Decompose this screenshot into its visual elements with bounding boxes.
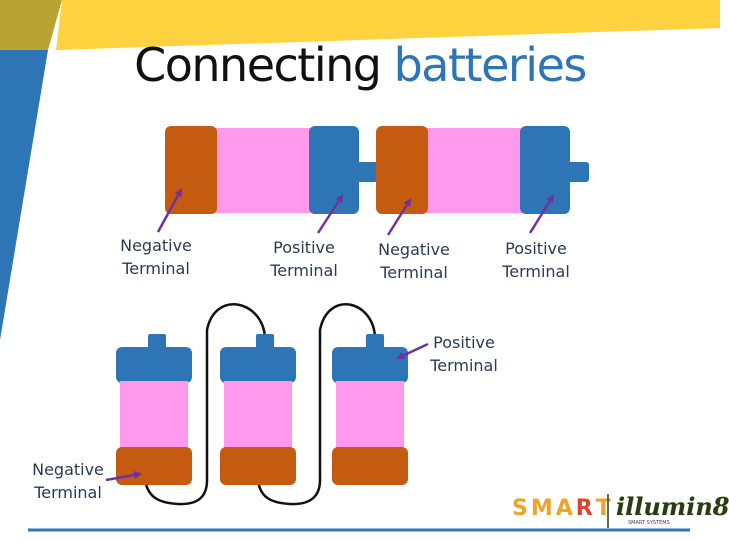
slide-title: Connecting batteries: [0, 38, 720, 92]
positive-terminal: [116, 347, 192, 383]
blue-band: [0, 50, 48, 340]
arrow: [386, 198, 412, 236]
arrow: [105, 471, 142, 482]
label-positive-terminal-bottom: Positive Terminal: [430, 333, 498, 375]
negative-terminal: [220, 447, 296, 485]
illumin8-wordmark: illumin8: [616, 492, 729, 521]
positive-nub: [356, 162, 378, 182]
negative-terminal: [376, 126, 428, 214]
smart-letter: T: [595, 496, 614, 521]
arrow: [316, 194, 344, 234]
label-positive-terminal-1: Positive Terminal: [270, 238, 338, 280]
positive-terminal: [309, 126, 359, 214]
smart-letter: M: [530, 496, 556, 521]
label-negative-terminal-bottom: Negative Terminal: [32, 460, 104, 502]
smart-illumin8-logo: SMART illumin8 SMART SYSTEMS: [508, 492, 729, 532]
olive-band: [0, 0, 62, 50]
battery-body: [120, 381, 188, 449]
top-battery-1: [165, 126, 378, 214]
wire-1: [143, 303, 267, 506]
smart-wordmark: SMART: [512, 496, 614, 521]
positive-nub: [567, 162, 589, 182]
battery-body: [210, 128, 325, 213]
yellow-band: [56, 0, 720, 50]
bottom-battery-3: [332, 334, 408, 485]
top-battery-2: [376, 126, 589, 214]
positive-terminal: [332, 347, 408, 383]
smart-letter: S: [512, 496, 531, 521]
logo-divider: [607, 494, 609, 528]
negative-terminal: [332, 447, 408, 485]
negative-terminal: [165, 126, 217, 214]
negative-terminal: [116, 447, 192, 485]
wire-2: [256, 303, 377, 506]
positive-terminal: [520, 126, 570, 214]
smart-letter: A: [555, 496, 576, 521]
arrow: [528, 194, 555, 234]
battery-body: [336, 381, 404, 449]
label-negative-terminal-2: Negative Terminal: [378, 240, 450, 282]
positive-terminal: [220, 347, 296, 383]
arrow: [156, 188, 183, 233]
smart-letter: R: [575, 496, 596, 521]
battery-body: [224, 381, 292, 449]
illumin8-subtitle: SMART SYSTEMS: [628, 520, 670, 526]
label-positive-terminal-2: Positive Terminal: [502, 239, 570, 281]
bottom-battery-1: [116, 334, 192, 485]
arrow: [396, 342, 429, 360]
battery-body: [420, 128, 535, 213]
title-main: Connecting: [134, 38, 382, 92]
title-accent: batteries: [393, 38, 588, 92]
bottom-battery-2: [220, 334, 296, 485]
label-negative-terminal-1: Negative Terminal: [120, 236, 192, 278]
